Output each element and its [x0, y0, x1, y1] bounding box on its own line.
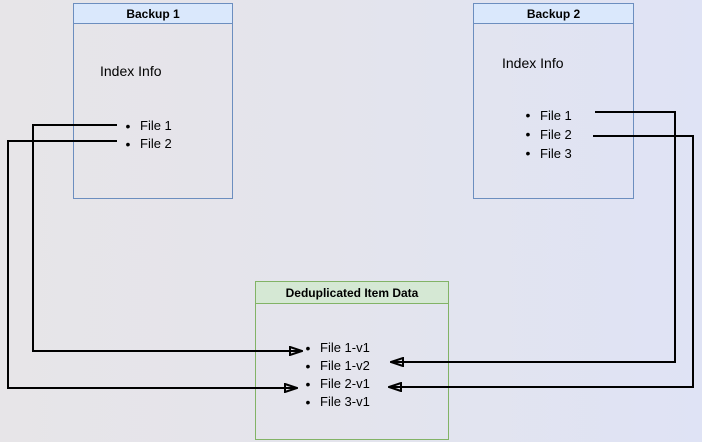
file-item: • File 3-v1: [304, 393, 370, 411]
file-item: • File 1-v2: [304, 357, 370, 375]
bullet-marker: •: [305, 376, 311, 392]
backup2-index-info-label: Index Info: [502, 55, 564, 71]
dedup-file-list: • File 1-v1 • File 1-v2 • File 2-v1 • Fi…: [304, 339, 370, 411]
file-item: • File 2: [524, 125, 572, 144]
backup2-box: Backup 2 Index Info • File 1 • File 2 • …: [473, 3, 634, 199]
bullet-marker: •: [525, 126, 531, 142]
bullet-marker: •: [305, 340, 311, 356]
file-label: File 1-v2: [320, 358, 370, 373]
bullet-marker: •: [305, 358, 311, 374]
backup1-index-info-label: Index Info: [100, 63, 162, 79]
file-label: File 2: [140, 136, 172, 151]
file-item: • File 1: [124, 117, 172, 135]
bullet-marker: •: [305, 394, 311, 410]
file-label: File 3: [540, 146, 572, 161]
bullet-marker: •: [525, 145, 531, 161]
bullet-marker: •: [125, 136, 131, 152]
dedup-title: Deduplicated Item Data: [256, 282, 448, 304]
file-item: • File 2: [124, 135, 172, 153]
file-label: File 1-v1: [320, 340, 370, 355]
file-label: File 2-v1: [320, 376, 370, 391]
file-item: • File 1-v1: [304, 339, 370, 357]
backup1-box: Backup 1 Index Info • File 1 • File 2: [73, 3, 233, 199]
backup1-title: Backup 1: [74, 4, 232, 24]
dedup-box: Deduplicated Item Data • File 1-v1 • Fil…: [255, 281, 449, 440]
backup2-title: Backup 2: [474, 4, 633, 24]
backup1-file-list: • File 1 • File 2: [124, 117, 172, 153]
bullet-marker: •: [525, 107, 531, 123]
file-item: • File 1: [524, 106, 572, 125]
bullet-marker: •: [125, 118, 131, 134]
file-item: • File 2-v1: [304, 375, 370, 393]
file-label: File 1: [540, 108, 572, 123]
file-item: • File 3: [524, 144, 572, 163]
file-label: File 3-v1: [320, 394, 370, 409]
backup2-file-list: • File 1 • File 2 • File 3: [524, 106, 572, 163]
file-label: File 2: [540, 127, 572, 142]
file-label: File 1: [140, 118, 172, 133]
